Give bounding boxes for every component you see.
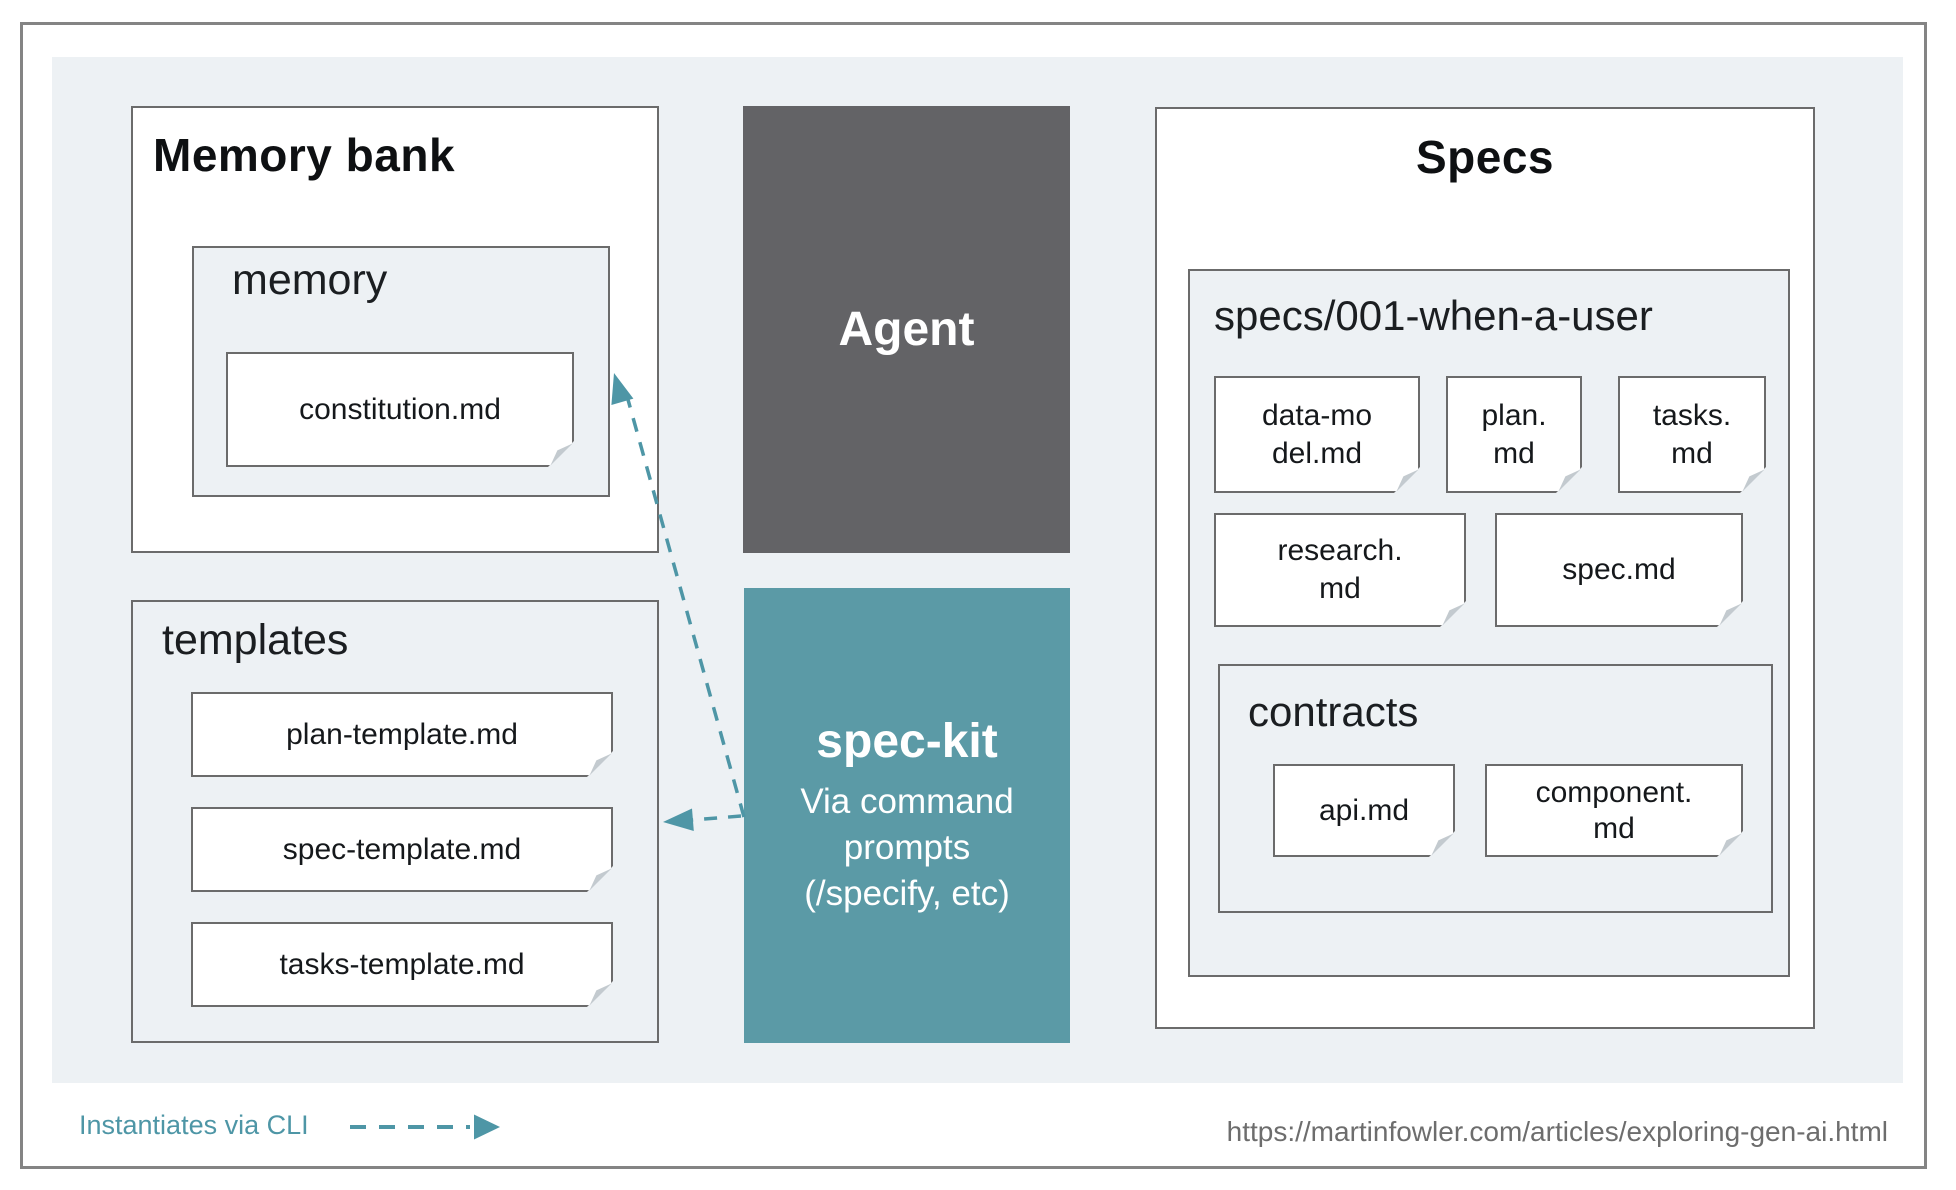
specs-title: Specs (1415, 131, 1555, 183)
file-label: plan. (1481, 398, 1547, 432)
file-tasks-md: tasks. md (1618, 376, 1766, 493)
file-data-model-md: data-mo del.md (1214, 376, 1420, 493)
memory-bank-title: Memory bank (153, 129, 456, 181)
file-label: data-mo (1261, 398, 1373, 432)
spec-kit-subtitle-line: prompts (843, 828, 971, 867)
file-label: md (1593, 811, 1635, 845)
file-spec-template-md: spec-template.md (191, 807, 613, 892)
file-label: constitution.md (299, 392, 501, 426)
file-spec-md: spec.md (1495, 513, 1743, 627)
file-label: plan-template.md (286, 717, 518, 751)
file-label: component. (1535, 775, 1693, 809)
spec-kit-subtitle-line: (/specify, etc) (804, 874, 1010, 913)
file-label: research. (1277, 534, 1403, 567)
file-plan-template-md: plan-template.md (191, 692, 613, 777)
spec-kit-subtitle-line: Via command (800, 782, 1014, 821)
memory-folder-label: memory (232, 256, 388, 304)
file-label: api.md (1318, 793, 1410, 827)
file-research-md: research. md (1214, 513, 1466, 627)
contracts-label: contracts (1248, 688, 1419, 735)
templates-folder-label: templates (162, 616, 349, 664)
agent-label: Agent (838, 303, 975, 356)
file-component-md: component. md (1485, 764, 1743, 857)
spec-kit-title: spec-kit (816, 715, 998, 768)
agent-box: Agent (743, 106, 1070, 553)
file-label: md (1319, 572, 1361, 605)
source-url: https://martinfowler.com/articles/explor… (1226, 1116, 1888, 1147)
file-label: md (1493, 436, 1535, 470)
file-api-md: api.md (1273, 764, 1455, 857)
cli-legend-label: Instantiates via CLI (79, 1110, 309, 1140)
file-constitution-md: constitution.md (226, 352, 574, 467)
file-tasks-template-md: tasks-template.md (191, 922, 613, 1007)
file-label: del.md (1271, 436, 1363, 470)
file-label: spec.md (1562, 553, 1676, 586)
file-label: spec-template.md (282, 832, 522, 866)
file-label: md (1671, 436, 1713, 470)
file-label: tasks. (1652, 398, 1732, 432)
specs-folder-label: specs/001-when-a-user (1214, 292, 1653, 339)
spec-kit-subtitle: Via command prompts (/specify, etc) (800, 779, 1013, 917)
spec-kit-box: spec-kit Via command prompts (/specify, … (744, 588, 1070, 1043)
file-label: tasks-template.md (279, 947, 525, 981)
file-plan-md: plan. md (1446, 376, 1582, 493)
